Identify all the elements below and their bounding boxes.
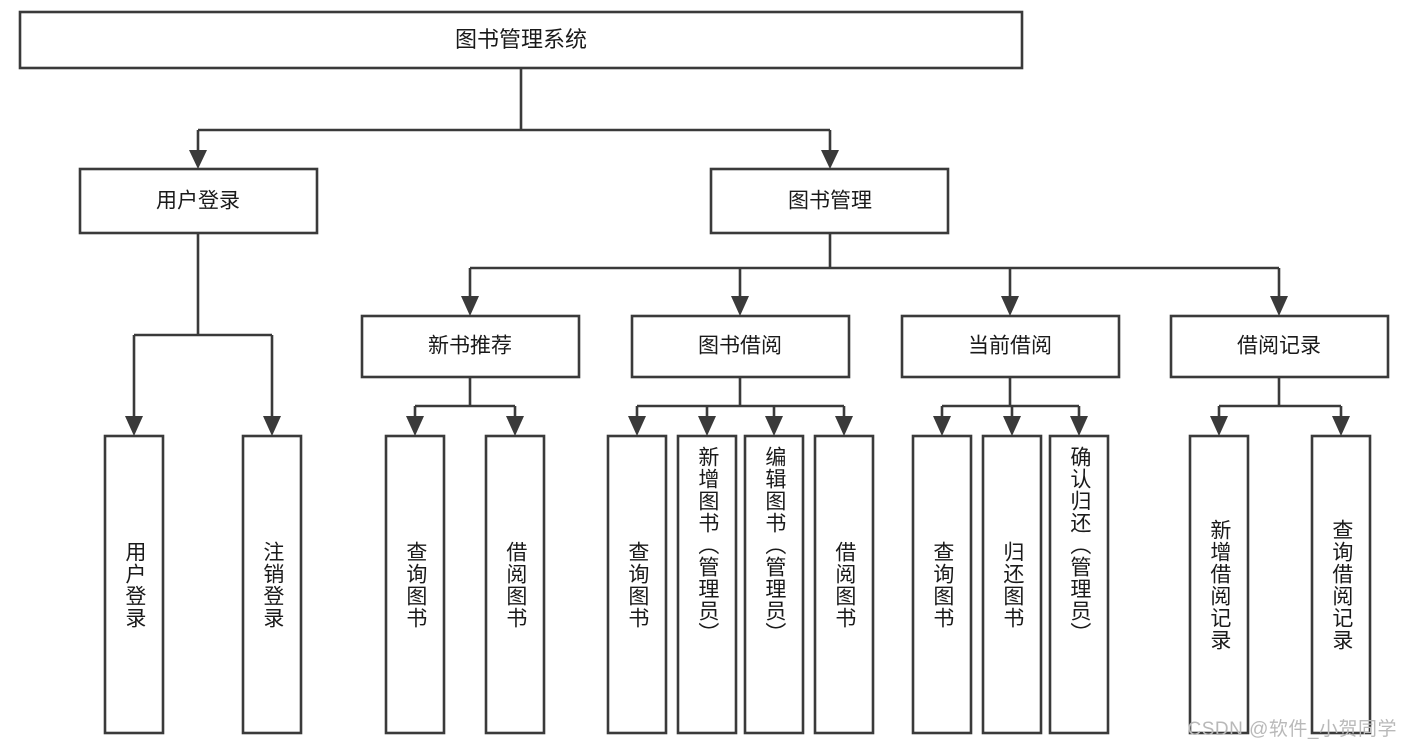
connector-borrowrecord-to-leaves <box>1210 377 1350 436</box>
connector-userlogin-to-leaves <box>125 233 281 436</box>
node-borrow-record[interactable]: 借阅记录 <box>1169 314 1390 379</box>
connector-currentborrow-to-leaves <box>933 377 1088 436</box>
node-user-login-label: 用户登录 <box>156 190 240 213</box>
node-book-management-label: 图书管理 <box>788 190 872 213</box>
leaf-box-query-book-b[interactable] <box>606 434 668 735</box>
node-new-book-recommend-label: 新书推荐 <box>428 335 512 358</box>
leaf-box-borrow-book-b[interactable] <box>813 434 875 735</box>
leaf-box-borrow-book-a[interactable] <box>484 434 546 735</box>
leaf-box-query-book-a[interactable] <box>384 434 446 735</box>
node-book-borrow[interactable]: 图书借阅 <box>630 314 851 379</box>
node-root[interactable]: 图书管理系统 <box>18 10 1024 70</box>
leaf-box-edit-book[interactable] <box>743 434 805 735</box>
node-user-login[interactable]: 用户登录 <box>78 167 319 235</box>
connector-bookmgmt-to-level3 <box>461 233 1288 316</box>
leaf-box-confirm-return[interactable] <box>1048 434 1110 735</box>
node-root-label: 图书管理系统 <box>455 27 587 52</box>
connector-root-to-level2 <box>189 68 839 169</box>
csdn-watermark: CSDN @软件_小贺同学 <box>1187 719 1397 740</box>
node-borrow-record-label: 借阅记录 <box>1237 335 1321 358</box>
node-new-book-recommend[interactable]: 新书推荐 <box>360 314 581 379</box>
leaf-box-return-book[interactable] <box>981 434 1043 735</box>
leaf-box-user-login[interactable] <box>103 434 165 735</box>
node-book-management[interactable]: 图书管理 <box>709 167 950 235</box>
leaf-box-add-book[interactable] <box>676 434 738 735</box>
leaf-box-add-record[interactable] <box>1188 434 1250 735</box>
leaf-box-query-record[interactable] <box>1310 434 1372 735</box>
node-current-borrow-label: 当前借阅 <box>968 335 1052 358</box>
leaf-box-user-logout[interactable] <box>241 434 303 735</box>
connector-newbook-to-leaves <box>406 377 524 436</box>
node-book-borrow-label: 图书借阅 <box>698 335 782 358</box>
leaf-box-query-book-c[interactable] <box>911 434 973 735</box>
node-current-borrow[interactable]: 当前借阅 <box>900 314 1121 379</box>
connector-bookborrow-to-leaves <box>628 377 853 436</box>
